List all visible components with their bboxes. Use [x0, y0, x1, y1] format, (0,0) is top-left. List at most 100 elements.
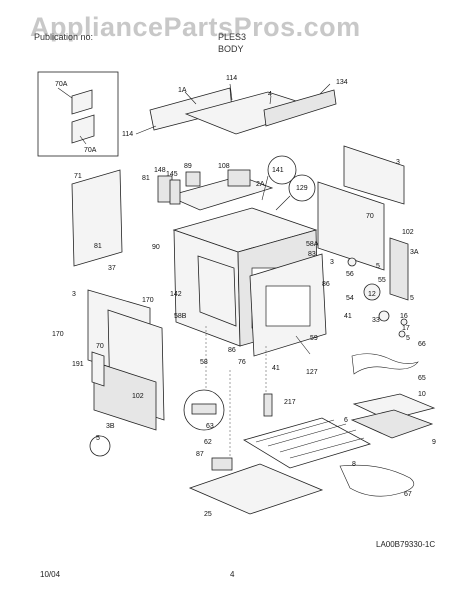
label-114: 114 [122, 131, 133, 138]
footer-date: 10/04 [40, 570, 61, 579]
label-55: 55 [378, 277, 386, 284]
label-8: 8 [352, 461, 356, 468]
label-170: 170 [52, 331, 64, 338]
part-102-left [93, 361, 157, 431]
label-67: 67 [404, 491, 412, 498]
inset-box [37, 71, 119, 157]
part-3-top [343, 145, 405, 205]
bake-element-67 [339, 464, 415, 497]
part-63 [191, 403, 217, 415]
label-81: 81 [94, 243, 102, 250]
label-54: 54 [346, 295, 354, 302]
label-62: 62 [204, 439, 212, 446]
part-108 [227, 169, 251, 187]
label-4: 4 [268, 91, 272, 98]
label-66: 66 [418, 341, 426, 348]
part-12 [363, 283, 381, 301]
diagram-code: LA00B79330-1C [376, 540, 436, 549]
label-37: 37 [108, 265, 116, 272]
part-33 [378, 310, 390, 322]
label-70: 70 [366, 213, 374, 220]
label-41: 41 [344, 313, 352, 320]
part-70a-lower [71, 114, 95, 144]
label-3b: 3B [106, 423, 115, 430]
label-1a: 1A [178, 87, 187, 94]
label-102: 102 [132, 393, 144, 400]
part-217 [263, 393, 273, 417]
section-title: BODY [218, 44, 244, 54]
label-5: 5 [410, 295, 414, 302]
label-76: 76 [238, 359, 246, 366]
label-170: 170 [142, 297, 154, 304]
page-number: 4 [230, 570, 235, 579]
label-25: 25 [204, 511, 212, 518]
label-3: 3 [330, 259, 334, 266]
part-134 [263, 89, 337, 127]
label-191: 191 [72, 361, 84, 368]
label-5: 5 [96, 435, 100, 442]
label-108: 108 [218, 163, 230, 170]
part-145 [169, 179, 181, 205]
label-41: 41 [272, 365, 280, 372]
label-65: 65 [418, 375, 426, 382]
detail-129-circle [288, 174, 316, 202]
label-134: 134 [336, 79, 348, 86]
oven-rack-6 [243, 417, 372, 469]
label-70: 70 [96, 343, 104, 350]
label-87: 87 [196, 451, 204, 458]
label-114: 114 [226, 75, 237, 82]
label-10: 10 [418, 391, 426, 398]
broil-element-66 [351, 353, 419, 375]
label-86: 86 [322, 281, 330, 288]
label-56: 56 [346, 271, 354, 278]
part-87 [211, 457, 233, 471]
label-90: 90 [152, 244, 160, 251]
part-17 [398, 330, 406, 338]
label-3: 3 [72, 291, 76, 298]
detail-3b-circle [89, 435, 111, 457]
label-33: 33 [372, 317, 380, 324]
publication-label: Publication no: [34, 32, 94, 42]
label-102: 102 [402, 229, 414, 236]
part-5a [347, 257, 357, 267]
label-83: 83 [308, 251, 316, 258]
label-5: 5 [376, 263, 380, 270]
label-70a: 70A [84, 147, 97, 154]
part-191 [91, 351, 105, 387]
label-145: 145 [166, 171, 178, 178]
label-3: 3 [396, 159, 400, 166]
label-12: 12 [368, 291, 376, 298]
label-71: 71 [74, 173, 82, 180]
broil-pan-9 [350, 409, 434, 439]
label-3a: 3A [410, 249, 419, 256]
part-70a-upper [71, 89, 93, 115]
label-81: 81 [142, 175, 150, 182]
detail-141-circle [267, 155, 297, 185]
label-70a: 70A [55, 81, 68, 88]
part-16 [400, 318, 408, 326]
label-2a: 2A [256, 181, 265, 188]
watermark: AppliancePartsPros.com [30, 12, 361, 42]
label-129: 129 [296, 185, 308, 192]
label-86: 86 [228, 347, 236, 354]
label-89: 89 [184, 163, 192, 170]
label-127: 127 [306, 369, 318, 376]
part-89 [185, 171, 201, 187]
label-141: 141 [272, 167, 284, 174]
label-16: 16 [400, 313, 408, 320]
label-217: 217 [284, 399, 296, 406]
label-58: 58 [200, 359, 208, 366]
model-label: PLES3 [218, 32, 247, 42]
part-70-right [317, 181, 385, 271]
door-window [265, 285, 311, 327]
label-58b: 58B [174, 313, 187, 320]
label-59: 59 [310, 335, 318, 342]
oven-bottom-25 [188, 463, 324, 515]
label-58a: 58A [306, 241, 319, 248]
label-5: 5 [406, 335, 410, 342]
label-142: 142 [170, 291, 182, 298]
part-102-right [389, 237, 409, 301]
label-9: 9 [432, 439, 436, 446]
